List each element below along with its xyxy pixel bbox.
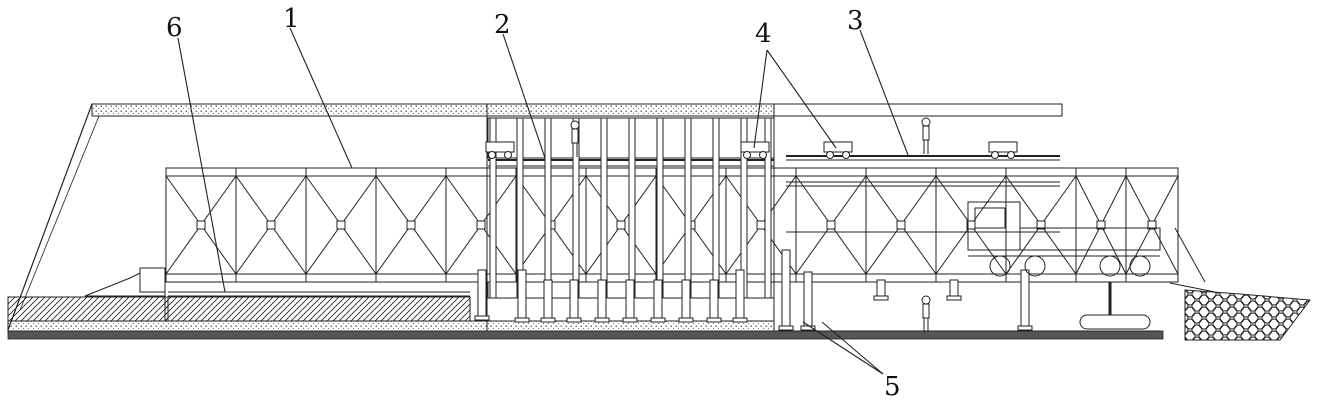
- worker-figures: [570, 117, 931, 332]
- callout-2: 2: [494, 10, 511, 40]
- leader-lines: [177, 27, 909, 375]
- callout-1: 1: [283, 4, 300, 34]
- tunnel-lining: [7, 103, 1063, 331]
- callout-4: 4: [755, 19, 772, 49]
- support-legs: [474, 249, 1033, 331]
- vehicle: [967, 201, 1206, 330]
- callout-3: 3: [847, 6, 864, 36]
- callout-6: 6: [166, 13, 183, 43]
- hoist-trolleys: [485, 141, 1018, 159]
- ground: [7, 282, 1311, 341]
- main-truss: [165, 167, 1179, 283]
- track-bed: [84, 267, 470, 297]
- callout-labels: 6 1 2 4 3 5: [166, 4, 901, 402]
- formwork-trolley: [487, 117, 775, 299]
- callout-5: 5: [884, 372, 901, 402]
